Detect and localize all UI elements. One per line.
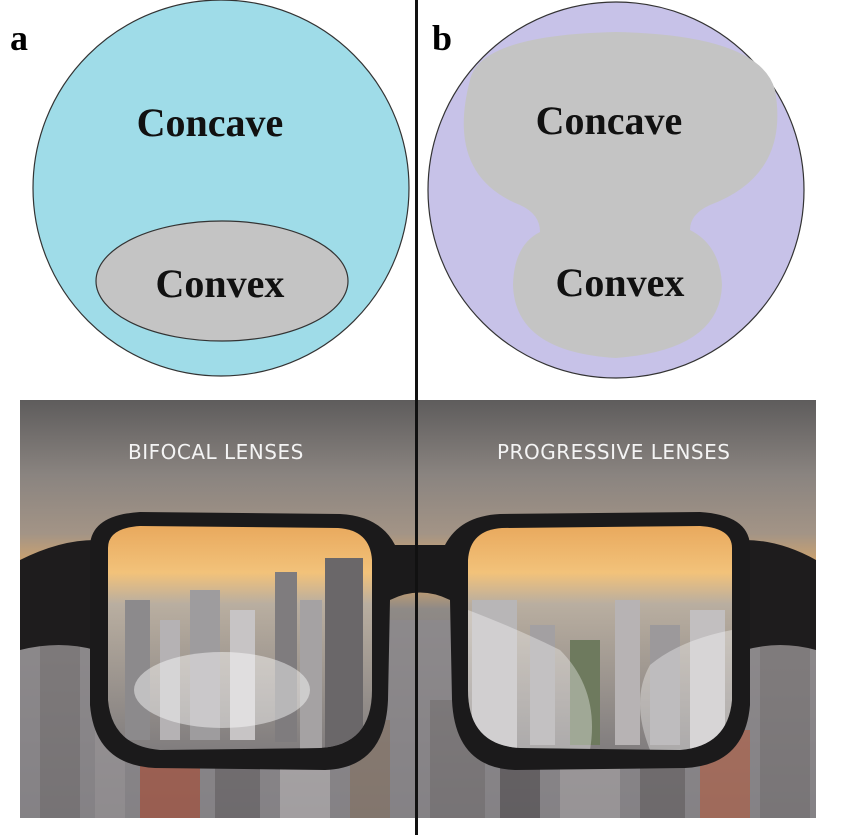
- progressive-gradient-zone: [463, 32, 778, 358]
- progressive-blur-zones: [468, 610, 592, 750]
- panel-b-letter: b: [432, 18, 453, 58]
- progressive-caption: PROGRESSIVE LENSES: [497, 440, 731, 464]
- bifocal-convex-label: Convex: [156, 261, 285, 306]
- glasses-city-photo: [20, 400, 816, 818]
- bifocal-reading-segment: [134, 652, 310, 728]
- progressive-concave-label: Concave: [536, 98, 683, 143]
- panel-divider: [415, 0, 418, 835]
- progressive-lens-view: [468, 526, 732, 750]
- panel-a-letter: a: [10, 18, 28, 58]
- bifocal-convex-zone: [95, 220, 349, 342]
- bifocal-concave-label: Concave: [137, 100, 284, 145]
- progressive-lens-diagram: Concave Convex: [427, 1, 805, 379]
- bifocal-lens-diagram: Concave Convex: [32, 0, 410, 377]
- bifocal-caption: BIFOCAL LENSES: [128, 440, 304, 464]
- bifocal-lens-view: [108, 526, 372, 750]
- progressive-convex-label: Convex: [556, 260, 685, 305]
